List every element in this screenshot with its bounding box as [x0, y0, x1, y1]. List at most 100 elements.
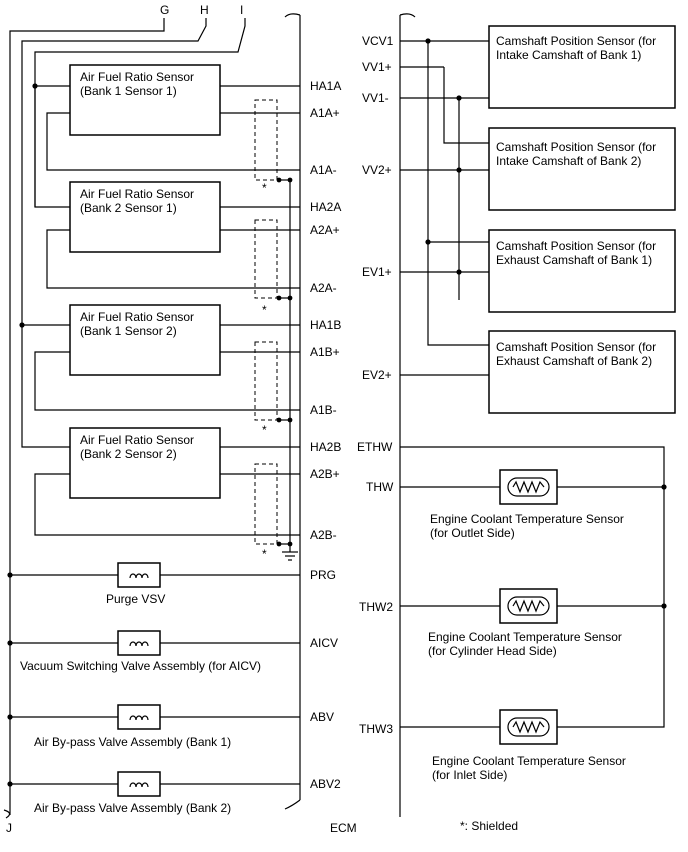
svg-text:VV2+: VV2+ — [362, 163, 392, 177]
af-sensor-bank1-sensor2: Air Fuel Ratio Sensor (Bank 1 Sensor 2) — [69, 304, 221, 376]
svg-text:VV1+: VV1+ — [362, 60, 392, 74]
af-sensor-wiring — [22, 85, 300, 536]
connector-j: J — [6, 821, 12, 835]
svg-text:Camshaft Position Sensor (for: Camshaft Position Sensor (for — [496, 140, 656, 154]
svg-text:Intake Camshaft of Bank 2): Intake Camshaft of Bank 2) — [496, 154, 641, 168]
junction-dot — [456, 95, 462, 101]
svg-text:THW2: THW2 — [359, 600, 393, 614]
svg-text:Camshaft Position Sensor (for: Camshaft Position Sensor (for — [496, 340, 656, 354]
connector-g: G — [160, 3, 169, 17]
svg-text:Air Fuel Ratio Sensor: Air Fuel Ratio Sensor — [80, 433, 194, 447]
svg-text:Air Fuel Ratio Sensor: Air Fuel Ratio Sensor — [80, 187, 194, 201]
svg-text:AICV: AICV — [310, 636, 338, 650]
svg-text:THW: THW — [366, 480, 394, 494]
svg-text:(Bank 1 Sensor 1): (Bank 1 Sensor 1) — [80, 84, 177, 98]
coolant-sensor-head-label: Engine Coolant Temperature Sensor — [428, 630, 622, 644]
shield-legend: *: Shielded — [460, 819, 518, 833]
junction-dot — [276, 177, 282, 183]
shields — [254, 99, 291, 552]
vsv-aicv-label: Vacuum Switching Valve Assembly (for AIC… — [20, 659, 261, 673]
cam-sensor-exhaust-bank2: Camshaft Position Sensor (for Exhaust Ca… — [488, 330, 676, 414]
svg-text:Exhaust Camshaft of Bank 2): Exhaust Camshaft of Bank 2) — [496, 354, 652, 368]
junction-dot — [276, 295, 282, 301]
coolant-sensor-head-sub: (for Cylinder Head Side) — [428, 644, 557, 658]
svg-text:HA1B: HA1B — [310, 318, 341, 332]
ecm-left-pins: HA1A A1A+ A1A- HA2A A2A+ A2A- HA1B A1B+ … — [310, 79, 341, 791]
svg-text:HA2A: HA2A — [310, 200, 341, 214]
junction-dot — [425, 239, 431, 245]
svg-text:VCV1: VCV1 — [362, 34, 394, 48]
cam-sensor-intake-bank2: Camshaft Position Sensor (for Intake Cam… — [488, 127, 676, 211]
af-sensor-bank1-sensor1: Air Fuel Ratio Sensor (Bank 1 Sensor 1) — [69, 64, 221, 136]
junction-dot — [7, 781, 13, 787]
svg-text:A1A-: A1A- — [310, 163, 337, 177]
svg-text:Air Fuel Ratio Sensor: Air Fuel Ratio Sensor — [80, 310, 194, 324]
abv-bank1 — [117, 704, 161, 730]
abv-bank2 — [117, 771, 161, 797]
junction-dot — [276, 541, 282, 547]
ecm-label: ECM — [330, 821, 357, 835]
junction-dot — [32, 83, 38, 89]
junction-dot — [7, 572, 13, 578]
svg-text:Camshaft Position Sensor (for: Camshaft Position Sensor (for — [496, 34, 656, 48]
af-sensor-bank2-sensor2: Air Fuel Ratio Sensor (Bank 2 Sensor 2) — [69, 427, 221, 499]
junction-dot — [276, 417, 282, 423]
vsv-aicv — [117, 630, 161, 656]
junction-dot — [7, 640, 13, 646]
junction-dot — [7, 714, 13, 720]
svg-text:EV1+: EV1+ — [362, 265, 392, 279]
thermistor-outlet — [499, 469, 558, 505]
junction-dot — [425, 38, 431, 44]
purge-vsv — [117, 562, 161, 588]
junction-dot — [456, 269, 462, 275]
svg-text:ETHW: ETHW — [357, 440, 393, 454]
abv-bank1-label: Air By-pass Valve Assembly (Bank 1) — [34, 735, 231, 749]
valve-wiring — [10, 574, 300, 785]
junction-dot — [661, 603, 667, 609]
thermistor-cylinder-head — [499, 588, 558, 624]
svg-text:THW3: THW3 — [359, 722, 393, 736]
junction-dot — [661, 484, 667, 490]
cam-sensor-exhaust-bank1: Camshaft Position Sensor (for Exhaust Ca… — [488, 229, 676, 313]
shield-mark: * — [262, 423, 267, 437]
coolant-sensor-outlet-sub: (for Outlet Side) — [430, 526, 515, 540]
svg-text:A2A-: A2A- — [310, 281, 337, 295]
svg-text:(Bank 2 Sensor 1): (Bank 2 Sensor 1) — [80, 201, 177, 215]
svg-text:A1A+: A1A+ — [310, 106, 340, 120]
coolant-sensor-inlet-label: Engine Coolant Temperature Sensor — [432, 754, 626, 768]
svg-text:Exhaust Camshaft of Bank 1): Exhaust Camshaft of Bank 1) — [496, 253, 652, 267]
svg-text:HA2B: HA2B — [310, 440, 341, 454]
thermistor-inlet — [499, 709, 558, 745]
shield-mark: * — [262, 303, 267, 317]
svg-text:Camshaft Position Sensor (for: Camshaft Position Sensor (for — [496, 239, 656, 253]
junction-dot — [287, 417, 293, 423]
svg-text:A2B+: A2B+ — [310, 467, 340, 481]
svg-text:ABV: ABV — [310, 710, 334, 724]
svg-text:HA1A: HA1A — [310, 79, 341, 93]
cam-sensor-intake-bank1: Camshaft Position Sensor (for Intake Cam… — [488, 25, 676, 109]
junction-dot — [287, 295, 293, 301]
af-sensor-bank2-sensor1: Air Fuel Ratio Sensor (Bank 2 Sensor 1) — [69, 181, 221, 253]
svg-text:A1B+: A1B+ — [310, 345, 340, 359]
svg-text:A2B-: A2B- — [310, 528, 337, 542]
svg-text:A1B-: A1B- — [310, 403, 337, 417]
coolant-sensor-inlet-sub: (for Inlet Side) — [432, 768, 507, 782]
connector-h: H — [200, 3, 209, 17]
coolant-wiring — [400, 446, 665, 728]
shield-mark: * — [262, 547, 267, 561]
ecm-right-pins: VCV1 VV1+ VV1- VV2+ EV1+ EV2+ ETHW THW T… — [357, 34, 394, 736]
abv-bank2-label: Air By-pass Valve Assembly (Bank 2) — [34, 801, 231, 815]
ground-icon — [282, 551, 298, 561]
svg-text:Air Fuel Ratio Sensor: Air Fuel Ratio Sensor — [80, 70, 194, 84]
ecm-body — [284, 13, 416, 817]
svg-text:Intake Camshaft of Bank 1): Intake Camshaft of Bank 1) — [496, 48, 641, 62]
coolant-sensor-outlet-label: Engine Coolant Temperature Sensor — [430, 512, 624, 526]
junction-dot — [287, 177, 293, 183]
svg-text:VV1-: VV1- — [362, 91, 389, 105]
purge-vsv-label: Purge VSV — [106, 592, 165, 606]
svg-text:ABV2: ABV2 — [310, 777, 341, 791]
svg-text:PRG: PRG — [310, 568, 336, 582]
cam-sensor-wiring — [400, 40, 489, 376]
junction-dot — [456, 167, 462, 173]
